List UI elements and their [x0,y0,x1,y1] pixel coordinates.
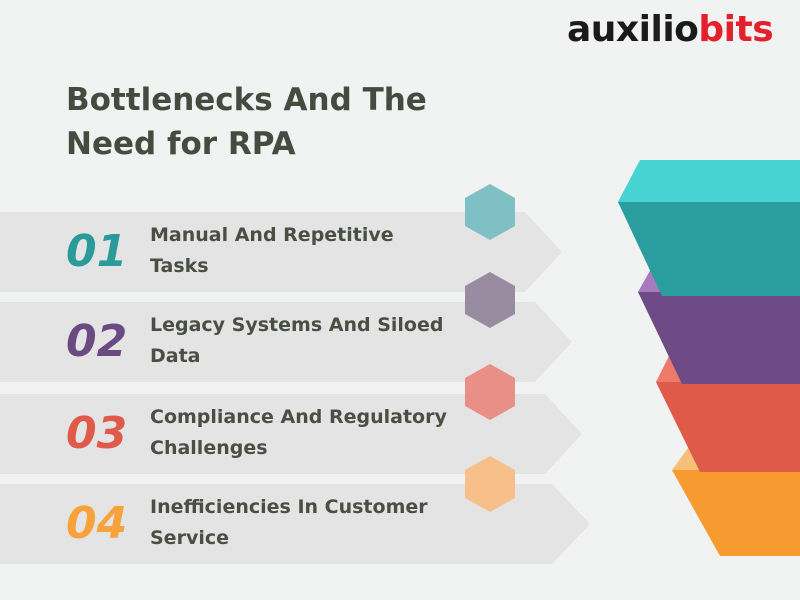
page-title: Bottlenecks And The Need for RPA [66,82,427,162]
arrow-bar [0,212,562,292]
item-label: Legacy Systems And Siloed Data [150,314,444,367]
list-item-04: 04 Inefficiencies In Customer Service [0,484,600,564]
item-number: 02 [66,316,128,367]
item-label: Manual And Repetitive Tasks [150,224,394,277]
list-item-03: 03 Compliance And Regulatory Challenges [0,394,600,474]
arrow-bar [0,484,590,564]
logo-part-bits: bits [698,9,774,50]
funnel-layer-teal-top [618,160,800,202]
funnel-layer-orange-front [672,470,800,556]
item-number: 01 [66,226,128,277]
list-item-02: 02 Legacy Systems And Siloed Data [0,302,600,382]
item-label: Compliance And Regulatory Challenges [150,406,447,459]
item-number: 04 [66,498,128,549]
item-number: 03 [66,408,128,459]
brand-logo: auxiliobits [567,8,774,52]
funnel-layer-teal-front [618,202,800,296]
item-label: Inefficiencies In Customer Service [150,496,428,549]
list-item-01: 01 Manual And Repetitive Tasks [0,212,600,292]
hexagon-icon-red [465,364,515,420]
hexagon-icon-teal [465,184,515,240]
logo-part-auxilio: auxilio [567,9,699,50]
funnel-graphic [618,160,800,556]
hexagon-icon-purple [465,272,515,328]
funnel-layer-purple-front [638,292,800,384]
hexagon-icon-orange [465,456,515,512]
funnel-layer-red-front [656,382,800,472]
arrow-bar [0,394,582,474]
arrow-bar [0,302,572,382]
